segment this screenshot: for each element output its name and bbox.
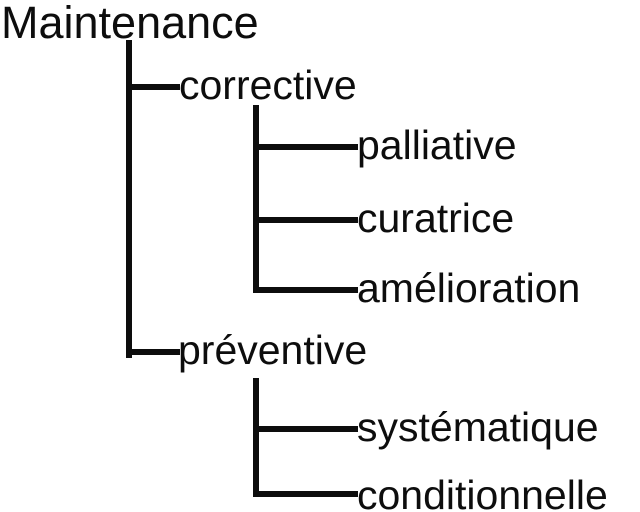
connector-root-to-preventive — [126, 349, 180, 355]
connector-root-to-corrective — [126, 84, 180, 90]
connector-corrective-to-curatrice — [253, 217, 358, 223]
connector-root-trunk — [126, 40, 132, 358]
connector-corrective-to-palliative — [253, 144, 358, 150]
connector-corrective-trunk — [253, 105, 259, 293]
connector-preventive-trunk — [253, 378, 259, 497]
tree-node-root: Maintenance — [1, 0, 259, 48]
connector-corrective-to-amelioration — [253, 287, 358, 293]
tree-node-preventive: préventive — [178, 327, 368, 373]
tree-node-corrective: corrective — [179, 62, 357, 108]
tree-node-conditionnelle: conditionnelle — [357, 472, 608, 512]
tree-node-palliative: palliative — [357, 122, 517, 168]
tree-node-systematique: systématique — [357, 404, 599, 450]
connector-preventive-to-systematique — [253, 426, 358, 432]
tree-node-amelioration: amélioration — [357, 265, 581, 311]
connector-preventive-to-conditionnelle — [253, 491, 358, 497]
tree-node-curatrice: curatrice — [357, 195, 515, 241]
